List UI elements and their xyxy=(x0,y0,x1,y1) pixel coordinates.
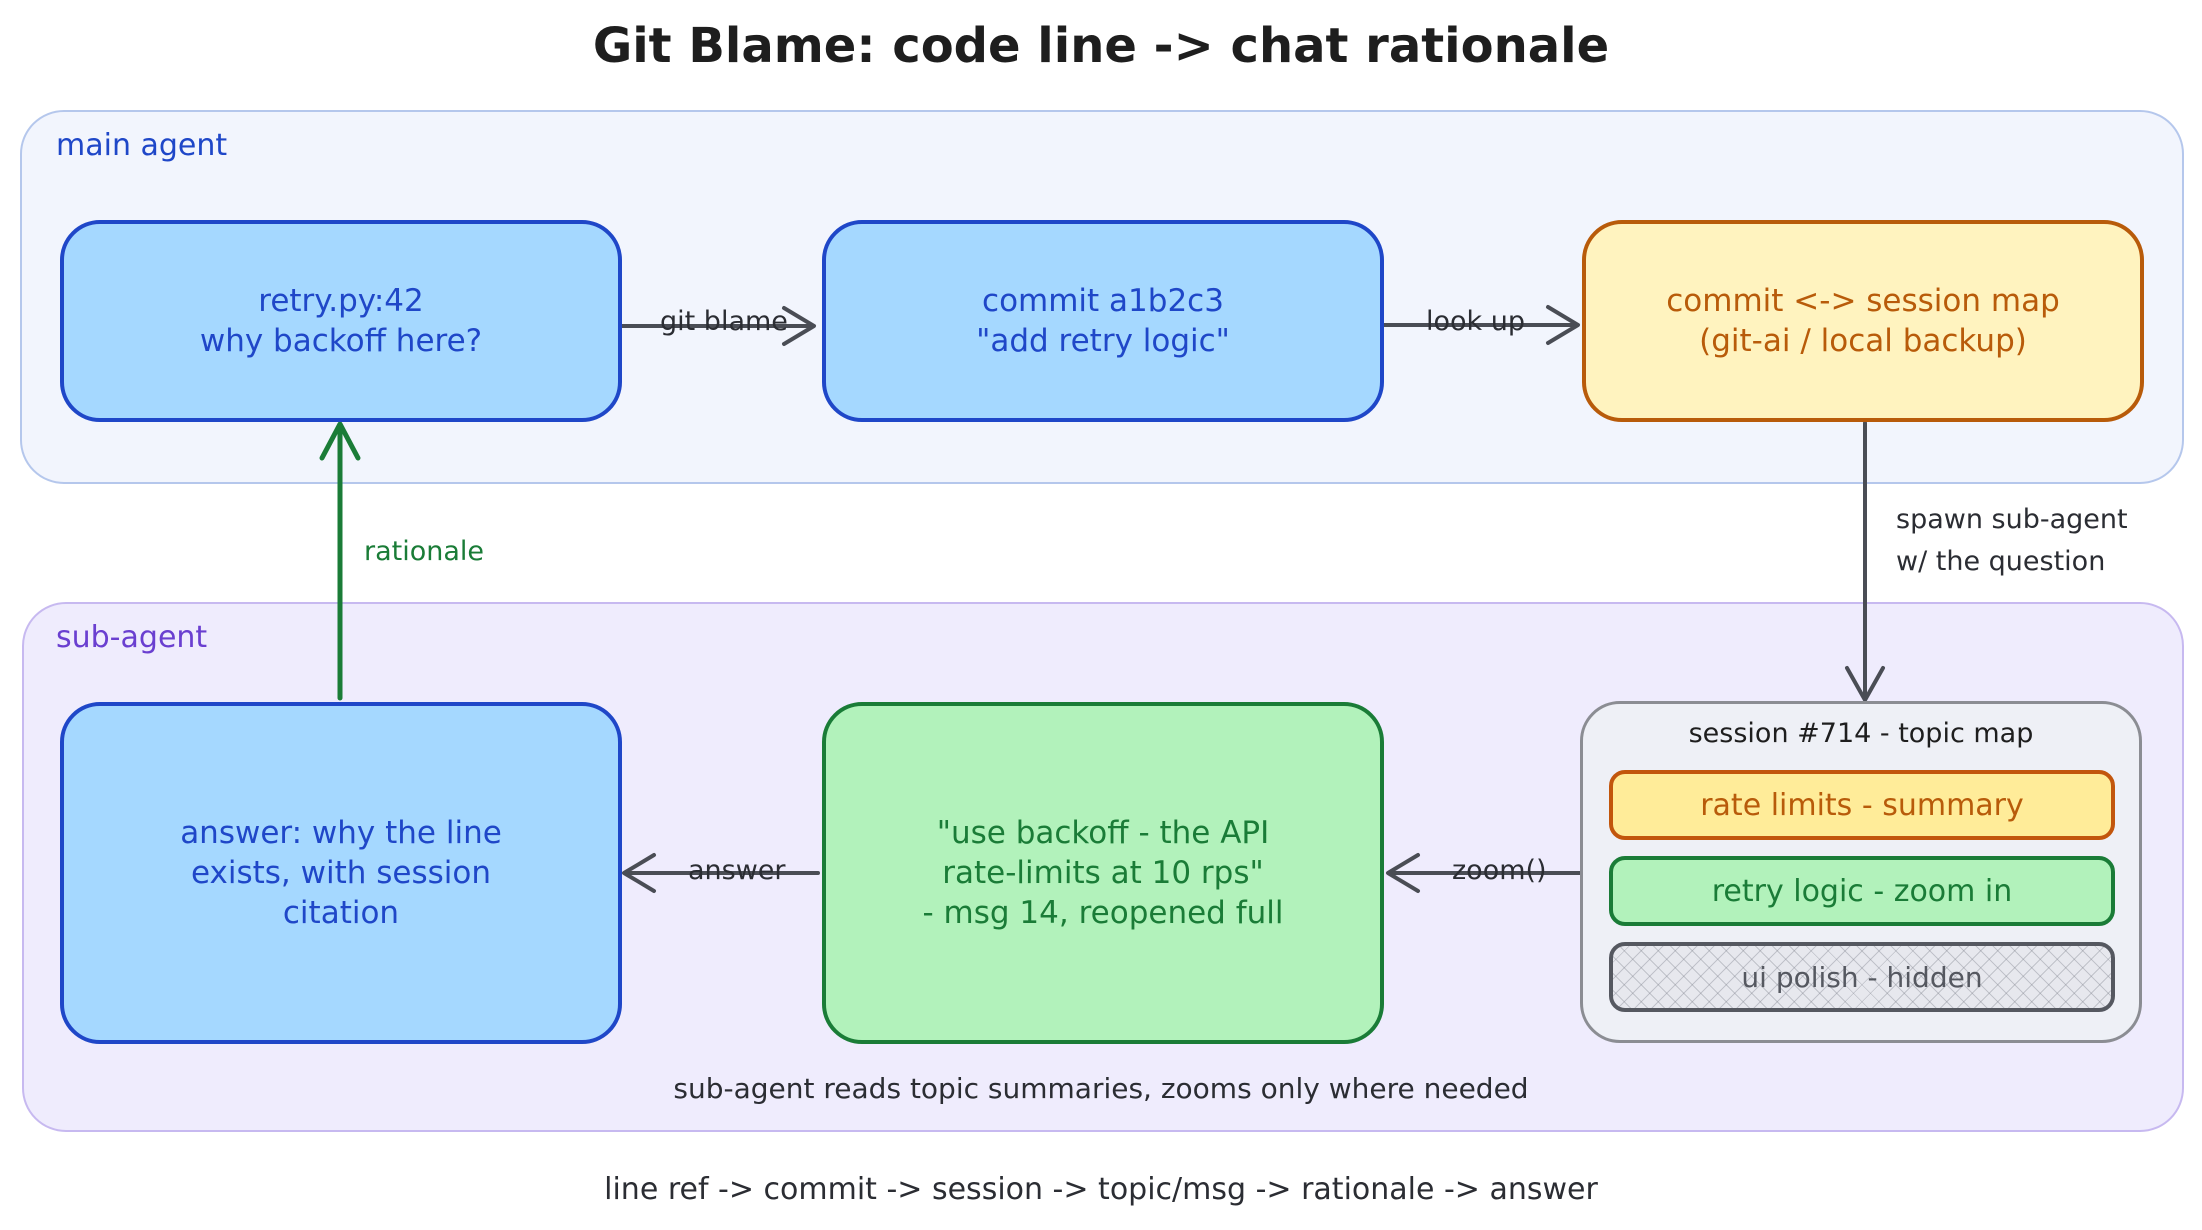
edge-label-rationale: rationale xyxy=(364,536,485,567)
session-title: session #714 - topic map xyxy=(1688,718,2034,749)
arrowhead-spawn xyxy=(1845,666,1885,702)
session-topic-map: session #714 - topic map rate limits - s… xyxy=(1580,701,2142,1043)
node-answer: answer: why the line exists, with sessio… xyxy=(60,702,622,1044)
arrowhead-rationale xyxy=(319,421,361,461)
sub-agent-label: sub-agent xyxy=(56,620,208,655)
arrowhead-answer xyxy=(622,853,656,893)
topic-rate-limits: rate limits - summary xyxy=(1609,770,2115,840)
node-retry-line: retry.py:42 why backoff here? xyxy=(60,220,622,422)
node-quote: "use backoff - the API rate-limits at 10… xyxy=(822,702,1384,1044)
arrowhead-git-blame xyxy=(782,306,816,346)
sub-agent-footer-note: sub-agent reads topic summaries, zooms o… xyxy=(673,1072,1529,1105)
edge-label-zoom: zoom() xyxy=(1452,855,1547,886)
edge-label-look-up: look up xyxy=(1426,306,1526,337)
node-commit: commit a1b2c3 "add retry logic" xyxy=(822,220,1384,422)
edge-label-answer: answer xyxy=(688,855,786,886)
pipeline-caption: line ref -> commit -> session -> topic/m… xyxy=(604,1172,1598,1207)
edge-label-git-blame: git blame xyxy=(660,306,788,337)
diagram-title: Git Blame: code line -> chat rationale xyxy=(592,18,1610,74)
edge-label-spawn-line2: w/ the question xyxy=(1896,546,2106,577)
edge-label-spawn-line1: spawn sub-agent xyxy=(1896,504,2128,535)
arrowhead-look-up xyxy=(1546,305,1580,345)
arrowhead-zoom xyxy=(1386,853,1420,893)
main-agent-label: main agent xyxy=(56,128,228,163)
topic-retry-logic: retry logic - zoom in xyxy=(1609,856,2115,926)
topic-ui-polish: ui polish - hidden xyxy=(1609,942,2115,1012)
node-session-map: commit <-> session map (git-ai / local b… xyxy=(1582,220,2144,422)
